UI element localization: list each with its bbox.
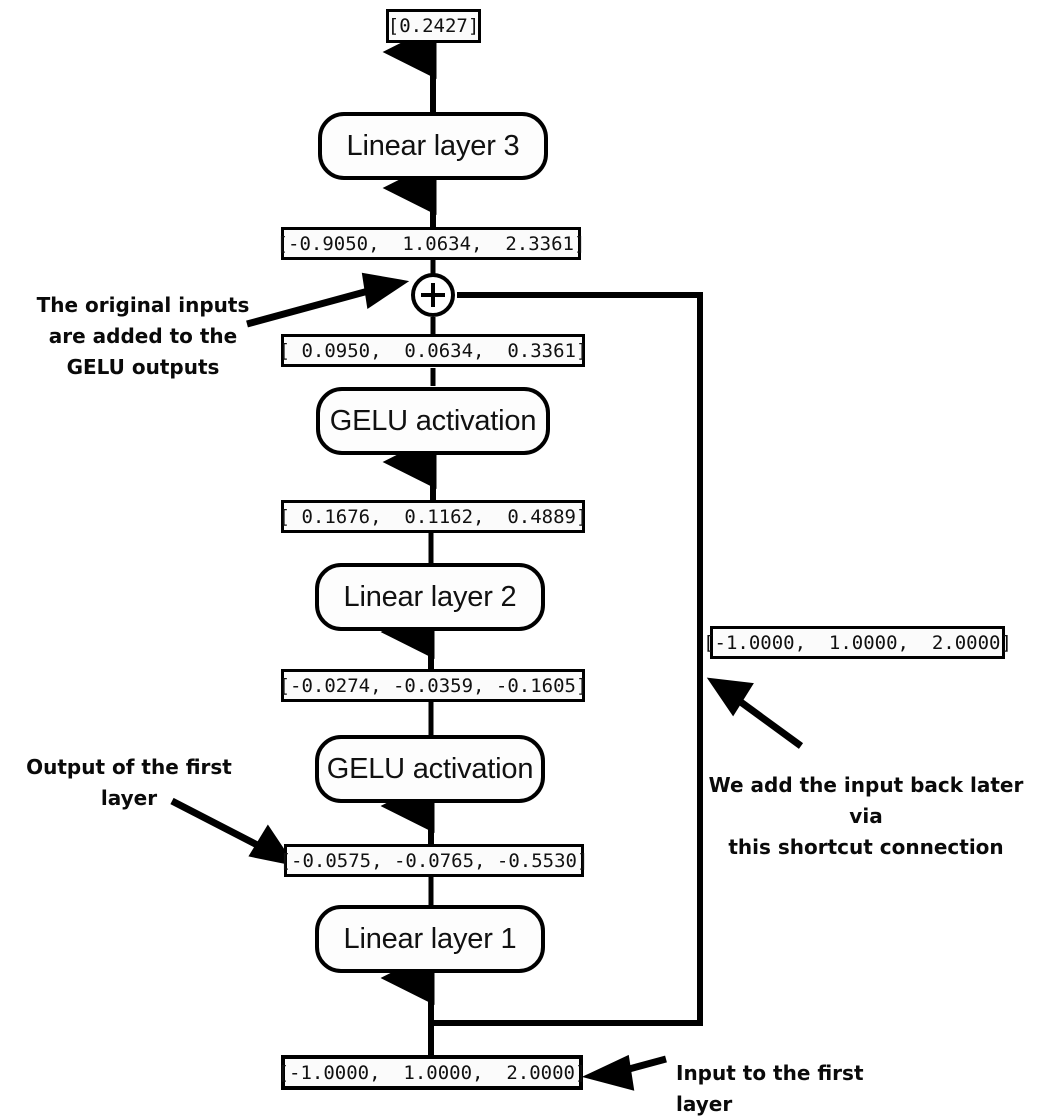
annotation-original-inputs: The original inputs are added to the GEL…	[36, 293, 250, 379]
annotation-arrowhead-input	[581, 1054, 635, 1091]
annotation-first-layer-output: Output of the first layer	[26, 755, 232, 810]
tensor-linear1-output: [-0.0575, -0.0765, -0.5530]	[280, 844, 588, 877]
block-linear-layer-1[interactable]: Linear layer 1	[315, 905, 545, 973]
tensor-shortcut-value: [-1.0000, 1.0000, 2.0000]	[703, 626, 1012, 659]
addition-node[interactable]	[411, 273, 455, 317]
block-linear-layer-3[interactable]: Linear layer 3	[318, 112, 548, 180]
annotation-arrow-shortcut	[735, 697, 804, 749]
annotation-shortcut-connection: We add the input back later via this sho…	[708, 773, 1024, 859]
plus-icon-vertical-bar	[431, 283, 435, 307]
annotation-arrowhead-shortcut	[706, 677, 754, 717]
tensor-after-addition: [-0.9050, 1.0634, 2.3361]	[277, 227, 585, 260]
annotation-arrowhead-original-inputs	[361, 272, 410, 309]
tensor-output-value: [0.2427]	[386, 9, 481, 43]
tensor-gelu1-output: [-0.0274, -0.0359, -0.1605]	[279, 669, 587, 702]
annotation-input-to-first-layer: Input to the first layer	[676, 1061, 864, 1116]
block-gelu-activation-2[interactable]: GELU activation	[316, 387, 550, 455]
block-linear-layer-2[interactable]: Linear layer 2	[315, 563, 545, 631]
tensor-input-value: [-1.0000, 1.0000, 2.0000]	[278, 1055, 586, 1090]
block-gelu-activation-1[interactable]: GELU activation	[315, 735, 545, 803]
tensor-gelu2-output: [ 0.0950, 0.0634, 0.3361]	[279, 334, 587, 367]
annotation-arrow-input	[617, 1055, 667, 1076]
tensor-linear2-output: [ 0.1676, 0.1162, 0.4889]	[279, 500, 587, 533]
